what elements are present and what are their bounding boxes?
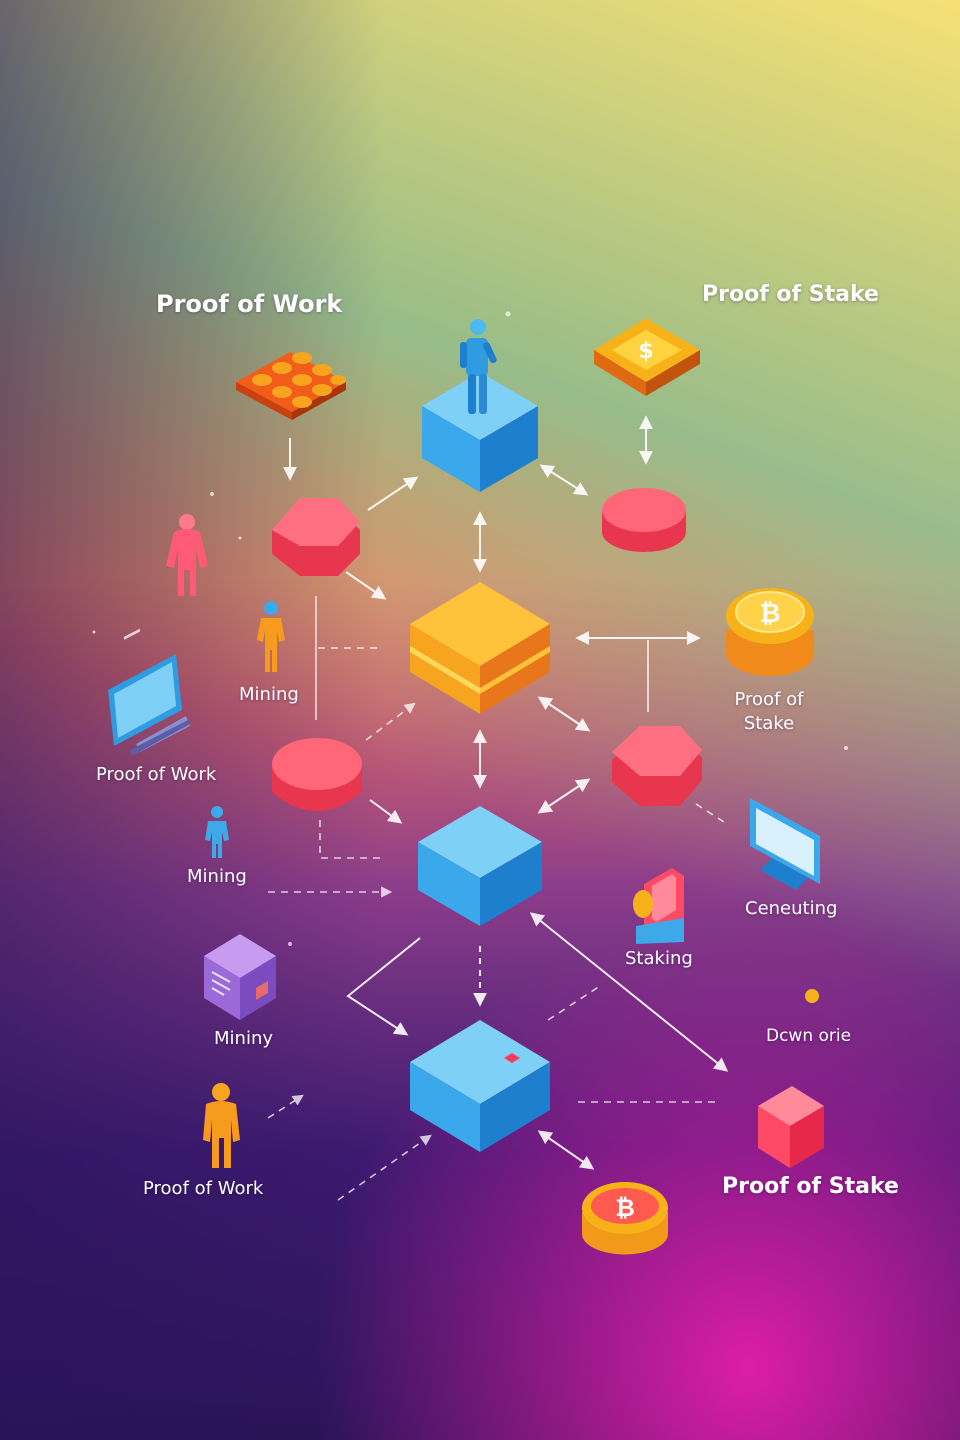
ceneuting-label: Ceneuting: [745, 898, 838, 919]
mining-label-1: Mining: [239, 684, 299, 705]
red-cube-bottom-right: [758, 1086, 824, 1168]
small-gold-coin-icon: [805, 989, 819, 1003]
lower-blue-cube: [418, 806, 542, 926]
dash-arrow-bottom-center: [337, 1134, 432, 1201]
person-orange-small-icon: [257, 601, 285, 672]
arrow-bottom-coin: [537, 1130, 595, 1170]
person-blue-small-icon: [205, 806, 229, 858]
pos-bottom-label: Proof of Stake: [722, 1174, 899, 1199]
downorie-label: Dcwn orie: [766, 1026, 852, 1046]
staking-label: Staking: [625, 948, 693, 969]
coin-cluster-icon: [236, 352, 346, 420]
pink-hex-right: [612, 726, 702, 806]
person-orange-large-icon: [203, 1083, 240, 1168]
pos-title-label: Proof of Stake: [702, 282, 879, 307]
sparkle-dots: [92, 311, 848, 946]
arrow-disc-lower: [369, 799, 403, 824]
dash-lower-right: [547, 985, 601, 1021]
dash-right-small: [695, 803, 725, 823]
bitcoin-symbol-text: ₿: [759, 599, 780, 629]
red-disc-top: [602, 488, 686, 552]
arrow-hex-to-top-cube: [367, 476, 419, 511]
bitcoin-coin-bottom-icon: [582, 1182, 668, 1255]
dash-arrow-bottom-left: [267, 1094, 304, 1119]
dollar-symbol-text: $: [638, 339, 653, 364]
dollar-tile-icon: [594, 318, 700, 396]
pink-hex-upper: [272, 498, 360, 576]
red-disc-left: [272, 738, 362, 811]
pow-title-label: Proof of Work: [156, 290, 343, 318]
mining-label-3: Mininy: [214, 1028, 274, 1049]
pow-monitor-label: Proof of Work: [96, 764, 217, 785]
connector-arrows: [283, 415, 729, 1170]
person-on-cube-icon: [460, 319, 497, 414]
dash-arrow-to-center: [365, 702, 416, 741]
computer-monitor-right-icon: [750, 798, 820, 890]
purple-box-icon: [204, 934, 276, 1020]
person-pink-icon: [166, 514, 208, 596]
staking-machine-icon: [633, 868, 684, 944]
arrow-top-disc: [539, 464, 589, 496]
bitcoin-coin-right-icon: [726, 588, 814, 676]
arrow-center-right-hex: [537, 696, 591, 732]
bottom-blue-cube: [410, 1020, 550, 1152]
center-orange-cube: [410, 582, 550, 714]
bitcoin-symbol-bottom-text: ₿: [615, 1194, 635, 1222]
pow-bottom-label: Proof of Work: [143, 1178, 264, 1199]
arrow-lower-right-hex: [537, 778, 591, 814]
dash-disc-elbow: [319, 820, 386, 859]
arrow-diagonal-long: [529, 912, 729, 1072]
computer-monitor-icon: [108, 628, 190, 756]
arrow-hex-to-center: [345, 571, 387, 600]
pos-coin-label: Proof of Stake: [734, 689, 804, 734]
mining-label-2: Mining: [187, 866, 247, 887]
arrow-elbow-left: [346, 937, 421, 1036]
dashed-connectors: [267, 596, 725, 1201]
